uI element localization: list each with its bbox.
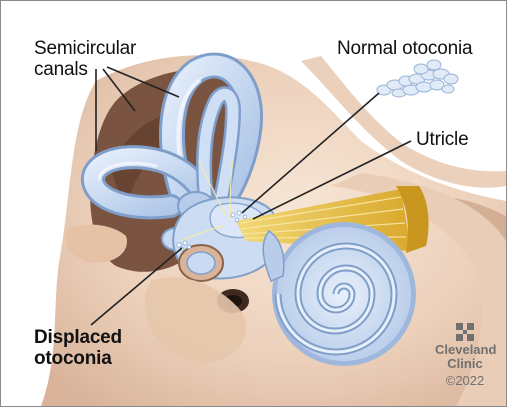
brand-name-line2: Clinic [435, 357, 495, 371]
label-displaced-otoconia: Displaced otoconia [34, 327, 122, 369]
label-semicircular-canals: Semicircular canals [34, 38, 136, 80]
oval-window [179, 245, 223, 281]
label-displaced-line2: otoconia [34, 348, 122, 369]
normal-otoconia-crystals [377, 60, 458, 97]
label-semicircular-line1: Semicircular [34, 38, 136, 59]
brand-name-line1: Cleveland [435, 343, 495, 357]
cleveland-clinic-logo-icon [456, 323, 474, 341]
brand-block: Cleveland Clinic ©2022 [435, 323, 495, 389]
label-displaced-line1: Displaced [34, 327, 122, 348]
label-utricle: Utricle [416, 129, 468, 150]
label-normal-otoconia: Normal otoconia [337, 38, 472, 59]
label-semicircular-line2: canals [34, 59, 136, 80]
brand-copyright: ©2022 [435, 373, 495, 389]
